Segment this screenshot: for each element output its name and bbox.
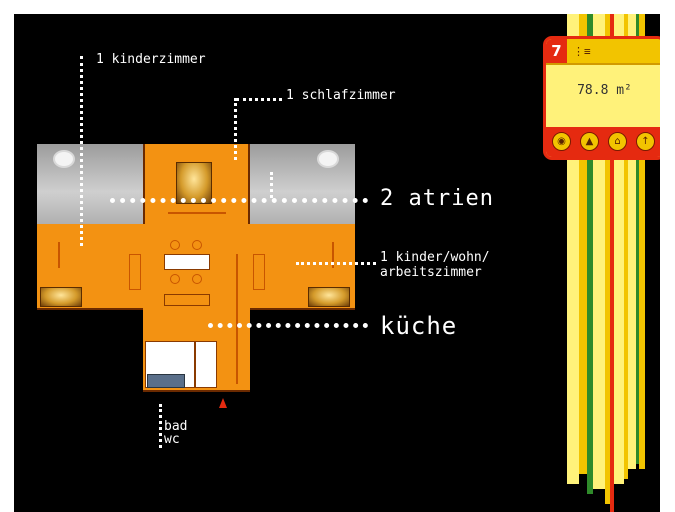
chair (170, 240, 180, 250)
furniture (332, 242, 334, 268)
label-wc: wc (164, 432, 180, 447)
floor-plan-stage: 1 kinderzimmer 1 schlafzimmer 2 atrien 1… (14, 14, 660, 512)
chair (192, 240, 202, 250)
wall (143, 390, 250, 392)
wall (250, 308, 355, 310)
leader-atrien (110, 198, 368, 203)
panel-header: 7 ⋮≡ (546, 39, 660, 65)
leader-kueche (208, 323, 368, 328)
info-panel: 7 ⋮≡ 78.8 m² ◉ ▲ ⌂ ↑ (543, 36, 660, 160)
flower-icon (319, 152, 337, 166)
atrium-right (250, 144, 355, 224)
wardrobe (129, 254, 141, 290)
kitchen-counter (164, 294, 210, 306)
room-photo (308, 287, 350, 307)
furniture (58, 242, 60, 268)
label-schlafzimmer: 1 schlafzimmer (286, 88, 396, 103)
stripe (639, 14, 645, 469)
ctl-4-icon[interactable]: ↑ (636, 132, 655, 151)
label-kinderzimmer: 1 kinderzimmer (96, 52, 206, 67)
leader-kinder-wohn (296, 262, 376, 265)
entrance-marker (219, 398, 227, 408)
stripe (614, 14, 624, 484)
ctl-3-icon[interactable]: ⌂ (608, 132, 627, 151)
label-kinder-wohn-2: arbeitszimmer (380, 265, 482, 280)
flower-icon (55, 152, 73, 166)
area-value: 78.8 m² (577, 83, 632, 98)
chair (170, 274, 180, 284)
house-number-badge: 7 (546, 39, 567, 63)
leader-schlafzimmer (236, 98, 282, 101)
atrium-left (37, 144, 143, 224)
leader-kinderzimmer (80, 56, 83, 246)
stripe (628, 14, 636, 469)
panel-controls: ◉ ▲ ⌂ ↑ (546, 127, 660, 157)
stripe (579, 14, 587, 474)
label-kueche: küche (380, 312, 458, 340)
stripe (605, 14, 610, 504)
bed-photo (176, 162, 212, 204)
chair (192, 274, 202, 284)
stripe (624, 14, 628, 479)
room-photo (40, 287, 82, 307)
leader-atrien-v (270, 172, 273, 198)
wall (143, 144, 145, 224)
stripe (636, 14, 639, 464)
ctl-2-icon[interactable]: ▲ (580, 132, 599, 151)
wc-room (195, 341, 217, 388)
label-bad: bad (164, 419, 188, 434)
wardrobe (253, 254, 265, 290)
stripe (610, 14, 614, 512)
menu-icon[interactable]: ⋮≡ (573, 45, 591, 58)
label-atrien: 2 atrien (380, 186, 494, 211)
bed-frame (168, 212, 226, 214)
wall (248, 144, 250, 224)
stripe (587, 14, 593, 494)
leader-bad-wc (159, 404, 162, 448)
wall (37, 308, 143, 310)
leader-schlafzimmer-v (234, 98, 237, 160)
bathtub (147, 374, 185, 388)
ctl-1-icon[interactable]: ◉ (552, 132, 571, 151)
partition (236, 254, 238, 384)
label-kinder-wohn-1: 1 kinder/wohn/ (380, 250, 490, 265)
dining-table (164, 254, 210, 270)
